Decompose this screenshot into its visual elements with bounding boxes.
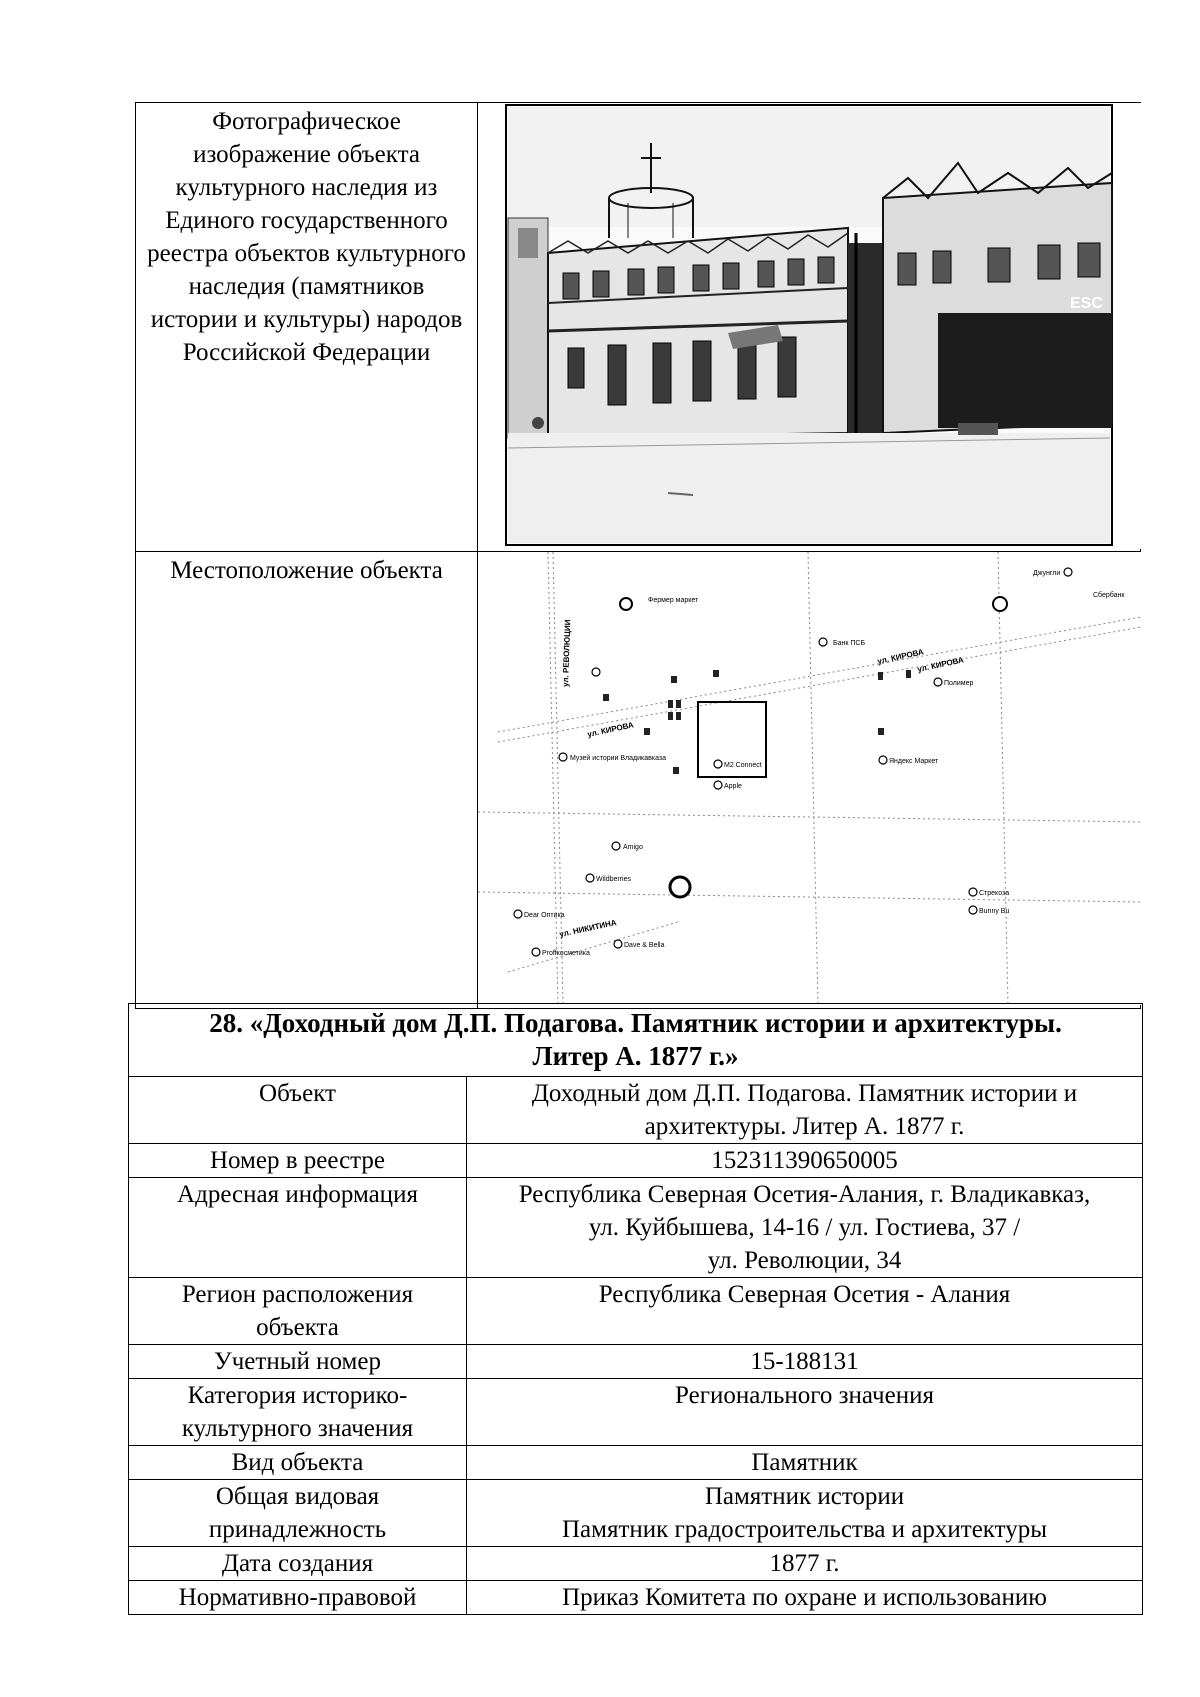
- building-photo-drawing: ESC: [478, 103, 1141, 549]
- object-title-line-1: 28. «Доходный дом Д.П. Подагова. Памятни…: [209, 1008, 1062, 1038]
- row-registry-number-value: 152311390650005: [465, 1143, 1144, 1178]
- row-object-type-label: Вид объекта: [128, 1445, 467, 1480]
- photo-row: Фотографическое изображение объекта куль…: [135, 102, 1141, 552]
- map-label-farmer: Фермер маркет: [648, 597, 699, 604]
- map-label-apple: Apple: [724, 783, 742, 790]
- location-map-drawing: Фермер маркет Банк ПСБ Джунгли Сбербанк …: [478, 552, 1141, 1005]
- row-affiliation-label: Общая видовая принадлежность: [128, 1479, 467, 1547]
- row-object-value: Доходный дом Д.П. Подагова. Памятник ист…: [465, 1076, 1144, 1144]
- row-account-number-label: Учетный номер: [128, 1344, 467, 1379]
- shop-sign: ESC: [1070, 295, 1103, 312]
- map-label-proff: Proffкосметика: [542, 950, 590, 957]
- map-label-yandex: Яндекс Маркет: [889, 758, 939, 765]
- map-label: Местоположение объекта: [135, 551, 478, 1009]
- map-label-dear-optika: Dear Оптика: [524, 912, 565, 919]
- heritage-media-table: Фотографическое изображение объекта куль…: [135, 102, 1141, 1009]
- row-category-label: Категория историко-культурного значения: [128, 1378, 467, 1446]
- row-registry-number: Номер в реестре 152311390650005: [128, 1143, 1144, 1178]
- map-label-bunny: Bunny Bu: [979, 908, 1009, 915]
- location-map: Фермер маркет Банк ПСБ Джунгли Сбербанк …: [477, 551, 1141, 1009]
- map-label-dzhungli: Джунгли: [1033, 570, 1060, 577]
- map-label-m2: M2 Connect: [724, 762, 762, 769]
- map-label-bank: Банк ПСБ: [833, 640, 865, 647]
- map-label-sberbank: Сбербанк: [1093, 591, 1125, 599]
- map-label-dave: Dave & Bella: [624, 942, 665, 949]
- heritage-passport-table: 28. «Доходный дом Д.П. Подагова. Памятни…: [127, 1003, 1144, 1615]
- photo-label: Фотографическое изображение объекта куль…: [135, 102, 478, 552]
- row-legal-act-label: Нормативно-правовой: [128, 1580, 467, 1615]
- row-creation-date-value: 1877 г.: [465, 1546, 1144, 1581]
- row-object-type: Вид объекта Памятник: [128, 1445, 1144, 1480]
- object-title-line-2: Литер А. 1877 г.»: [532, 1041, 739, 1071]
- row-affiliation-value: Памятник истории Памятник градостроитель…: [465, 1479, 1144, 1547]
- object-title: 28. «Доходный дом Д.П. Подагова. Памятни…: [127, 1003, 1144, 1077]
- title-row: 28. «Доходный дом Д.П. Подагова. Памятни…: [127, 1003, 1144, 1077]
- map-label-amigo: Amigo: [623, 844, 643, 851]
- row-object-label: Объект: [128, 1076, 467, 1144]
- map-label-wildberries: Wildberries: [596, 876, 632, 883]
- row-object: Объект Доходный дом Д.П. Подагова. Памят…: [128, 1076, 1144, 1144]
- row-affiliation: Общая видовая принадлежность Памятник ис…: [128, 1479, 1144, 1547]
- row-account-number: Учетный номер 15-188131: [128, 1344, 1144, 1379]
- row-region: Регион расположения объекта Республика С…: [128, 1277, 1144, 1345]
- object-marker: [697, 701, 767, 778]
- map-row: Местоположение объекта: [135, 551, 1141, 1009]
- row-account-number-value: 15-188131: [465, 1344, 1144, 1379]
- row-address-value: Республика Северная Осетия-Алания, г. Вл…: [465, 1177, 1144, 1278]
- street-label-revolutsii: ул. РЕВОЛЮЦИИ: [561, 619, 572, 687]
- map-label-polimer: Полимер: [944, 680, 973, 687]
- building-photo: ESC: [477, 102, 1141, 552]
- row-object-type-value: Памятник: [465, 1445, 1144, 1480]
- row-category: Категория историко-культурного значения …: [128, 1378, 1144, 1446]
- row-region-label: Регион расположения объекта: [128, 1277, 467, 1345]
- row-registry-number-label: Номер в реестре: [128, 1143, 467, 1178]
- row-legal-act-value: Приказ Комитета по охране и использовани…: [465, 1580, 1144, 1615]
- map-label-museum: Музей истории Владикавказа: [570, 754, 666, 762]
- row-creation-date: Дата создания 1877 г.: [128, 1546, 1144, 1581]
- row-legal-act: Нормативно-правовой Приказ Комитета по о…: [128, 1580, 1144, 1615]
- row-region-value: Республика Северная Осетия - Алания: [465, 1277, 1144, 1345]
- map-label-strekoza: Стрекоза: [979, 890, 1009, 897]
- row-address-label: Адресная информация: [128, 1177, 467, 1278]
- row-category-value: Регионального значения: [465, 1378, 1144, 1446]
- row-address: Адресная информация Республика Северная …: [128, 1177, 1144, 1278]
- row-creation-date-label: Дата создания: [128, 1546, 467, 1581]
